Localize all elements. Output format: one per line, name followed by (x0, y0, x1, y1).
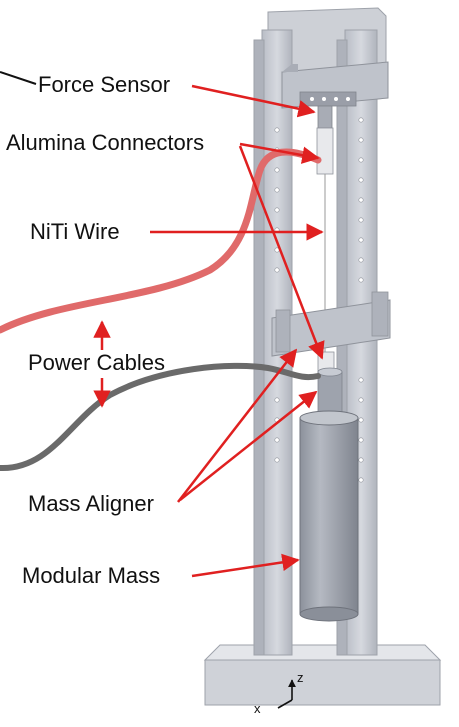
red-power-cable (0, 148, 322, 334)
mass-aligner (317, 367, 343, 419)
arrow-modular-mass (191, 553, 300, 578)
label-alumina-connectors: Alumina Connectors (6, 130, 205, 155)
coordinate-axes (277, 679, 296, 709)
left-post (253, 29, 293, 656)
axis-label-z: z (297, 670, 304, 685)
annotation-arrows (93, 84, 325, 578)
label-mass-aligner: Mass Aligner (28, 491, 154, 516)
label-modular-mass: Modular Mass (22, 563, 161, 588)
force-sensor (317, 105, 333, 129)
arrow-alumina-upper (239, 142, 320, 164)
gray-power-cable (0, 362, 321, 472)
upper-alumina-connector (316, 127, 334, 175)
axis-label-x: x (254, 701, 261, 716)
label-power-cables: Power Cables (28, 350, 165, 375)
label-niti-wire: NiTi Wire (30, 219, 120, 244)
arrow-mass-aligner-1 (177, 348, 298, 503)
label-force-sensor: Force Sensor (38, 72, 171, 97)
modular-mass (299, 410, 359, 622)
leader-line (0, 71, 37, 85)
base-plate (203, 644, 442, 706)
arrow-mass-aligner-2 (179, 390, 318, 501)
arrow-alumina-lower (238, 145, 325, 360)
arrow-force-sensor (191, 84, 316, 118)
lower-crossbar (271, 291, 391, 357)
